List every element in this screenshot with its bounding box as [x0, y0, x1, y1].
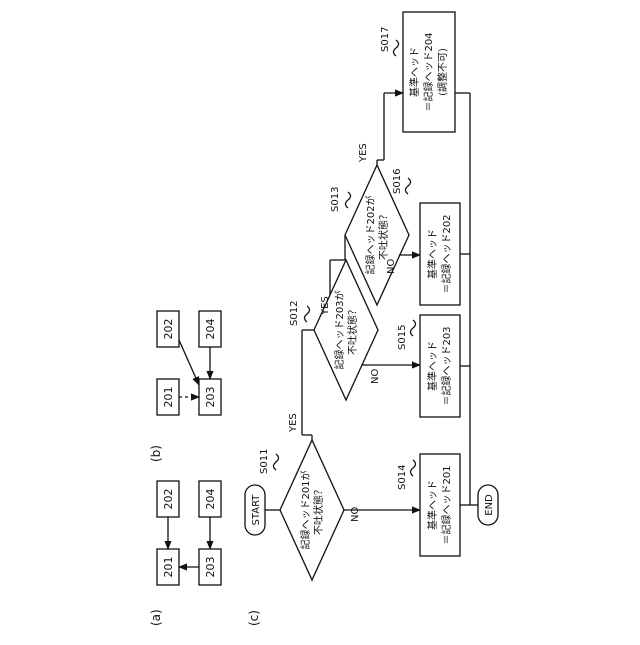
- panel-b: (b) 201 202 203 204: [149, 311, 221, 462]
- head-203-label-b: 203: [204, 387, 217, 408]
- s013-tilde: [346, 192, 351, 208]
- head-202-label-a: 202: [162, 489, 175, 510]
- s011-tilde: [274, 454, 279, 470]
- panel-c-label: (c): [247, 610, 261, 626]
- head-201-label-b: 201: [162, 387, 175, 408]
- s014-step-id: S014: [397, 465, 408, 490]
- decision-s011: [280, 440, 344, 580]
- s012-yes-label: YES: [320, 296, 331, 316]
- s013-yes-label: YES: [358, 143, 369, 163]
- rotated-figure: (a) 201 202 203 204 (b) 201 202 203 204: [149, 12, 498, 626]
- s017-step-id: S017: [380, 27, 391, 52]
- panel-a: (a) 201 202 203 204: [149, 481, 221, 626]
- s017-tilde: [394, 40, 399, 56]
- s015-step-id: S015: [397, 325, 408, 350]
- s012-text-line1: 記録ヘッド203が: [333, 290, 346, 369]
- s015-tilde: [411, 320, 416, 336]
- s013-text-line1: 記録ヘッド202が: [364, 195, 377, 274]
- s011-step-id: S011: [259, 449, 270, 474]
- head-201-label-a: 201: [162, 557, 175, 578]
- panel-a-label: (a): [149, 609, 163, 626]
- s016-step-id: S016: [392, 169, 403, 194]
- s015-text-line1: 基準ヘッド: [426, 341, 439, 391]
- s016-text-line1: 基準ヘッド: [426, 229, 439, 279]
- start-label: START: [251, 494, 262, 526]
- panel-b-label: (b): [149, 445, 163, 462]
- s015-text-line2: ＝記録ヘッド203: [440, 326, 453, 405]
- s012-text-line2: 不吐状態？: [346, 305, 359, 355]
- s011-yes-label: YES: [288, 413, 299, 433]
- s017-text-line3: (調整不可): [436, 48, 449, 96]
- s014-text-line1: 基準ヘッド: [426, 480, 439, 530]
- arrow-202-to-203: [179, 340, 199, 385]
- s013-no-label: NO: [386, 259, 397, 274]
- process-s014: [420, 454, 460, 556]
- s012-tilde: [305, 306, 310, 322]
- panel-c: (c) START 記録ヘッド201が 不吐状態？ S011 YES NO 記録…: [245, 12, 498, 626]
- s016-text-line2: ＝記録ヘッド202: [440, 214, 453, 293]
- s014-text-line2: ＝記録ヘッド201: [440, 465, 453, 544]
- head-203-label-a: 203: [204, 557, 217, 578]
- s013-step-id: S013: [330, 187, 341, 212]
- end-label: END: [484, 494, 495, 516]
- s016-tilde: [406, 178, 411, 194]
- s011-text-line2: 不吐状態？: [312, 485, 325, 535]
- process-s015: [420, 315, 460, 417]
- s011-text-line1: 記録ヘッド201が: [299, 470, 312, 549]
- s011-no-label: NO: [350, 507, 361, 522]
- s012-no-label: NO: [370, 369, 381, 384]
- s014-tilde: [411, 460, 416, 476]
- process-s016: [420, 203, 460, 305]
- head-204-label-a: 204: [204, 489, 217, 510]
- s012-step-id: S012: [289, 301, 300, 326]
- s017-text-line2: ＝記録ヘッド204: [422, 32, 435, 111]
- head-202-label-b: 202: [162, 319, 175, 340]
- head-204-label-b: 204: [204, 319, 217, 340]
- s017-text-line1: 基準ヘッド: [408, 47, 421, 97]
- s013-text-line2: 不吐状態？: [377, 210, 390, 260]
